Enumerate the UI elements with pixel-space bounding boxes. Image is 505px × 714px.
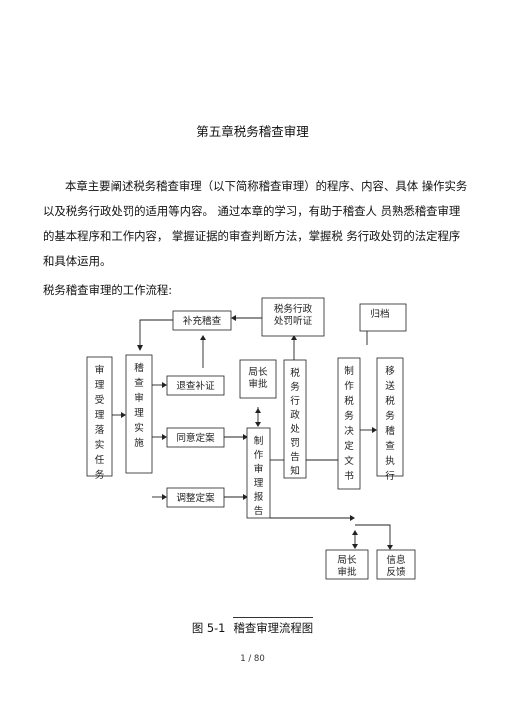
arrowhead: [372, 427, 377, 433]
box-tingzheng: 税务行政处罚听证: [261, 297, 325, 337]
box-juzhang1: 局长审批: [239, 359, 277, 399]
box-xinxi-text: 信息反馈: [386, 554, 406, 578]
arrowhead: [291, 335, 297, 340]
intro-line-2: 以及税务行政处罚的适用等内容。 通过本章的学习，有助于稽查人 员熟悉稽查审理: [43, 204, 461, 218]
box-tuicha: 退查补证: [166, 375, 225, 396]
arrowhead: [243, 494, 248, 500]
box-juzhang2-text: 局长审批: [337, 554, 357, 578]
flow-arrowheads: [121, 313, 393, 550]
arrowhead: [255, 422, 261, 427]
connector-bottom-right: [355, 524, 391, 545]
arrowhead: [352, 544, 358, 549]
box-shishi-text: 稽查审理实施: [134, 362, 144, 449]
box-tiaozheng: 调整定案: [166, 487, 225, 508]
box-juzhang1-text: 局长审批: [248, 366, 268, 390]
arrowhead: [231, 315, 236, 321]
box-guidang: 归档: [359, 303, 407, 332]
workflow-label: 税务稽查审理的工作流程:: [43, 283, 173, 297]
page-number: 1 / 80: [240, 654, 265, 664]
figure-caption: 图 5-1 稽查审理流程图: [0, 617, 505, 636]
box-jueding: 制作税务决定文书: [337, 357, 361, 490]
chapter-title: 第五章税务稽查审理: [196, 124, 309, 139]
box-tongyi: 同意定案: [166, 427, 225, 448]
box-tiaozheng-text: 调整定案: [176, 492, 215, 504]
arrowhead: [162, 494, 167, 500]
box-xinxi: 信息反馈: [376, 549, 416, 580]
arrowhead: [162, 382, 167, 388]
box-gaozhi-text: 税务行政处罚告知: [290, 367, 300, 477]
arrowhead: [162, 434, 167, 440]
box-shishi: 稽查审理实施: [125, 354, 153, 474]
box-shouli-text: 审理受理落实任务: [95, 364, 105, 481]
box-yisong-text: 移送税务稽查执行: [385, 365, 395, 482]
box-gaozhi: 税务行政处罚告知: [283, 359, 307, 479]
arrowhead: [137, 345, 143, 351]
box-yisong: 移送税务稽查执行: [376, 357, 404, 482]
arrowhead: [352, 530, 358, 535]
figure-number: 图 5-1: [191, 621, 226, 635]
box-baogao-text: 制作审理报告: [254, 435, 264, 517]
intro-line-1: 本章主要阐述税务稽查审理（以下简称稽查审理）的程序、内容、具体 操作实务: [65, 179, 468, 193]
connector-buchong-down: [139, 319, 173, 345]
box-guidang-text: 归档: [370, 308, 389, 320]
box-buchong: 补充稽查: [172, 310, 232, 331]
intro-line-3: 的基本程序和工作内容， 掌握证据的审查判断方法，掌握税 务行政处罚的法定程序: [43, 229, 461, 243]
arrowhead: [243, 434, 248, 440]
intro-line-4: 和具体运用。: [43, 254, 112, 268]
box-jueding-text: 制作税务决定文书: [344, 365, 354, 482]
arrowhead: [121, 412, 126, 418]
box-shouli: 审理受理落实任务: [86, 356, 113, 481]
arrowhead: [387, 545, 393, 550]
arrowhead: [350, 515, 355, 521]
box-tongyi-text: 同意定案: [176, 432, 215, 444]
box-buchong-text: 补充稽查: [183, 315, 222, 327]
box-baogao: 制作审理报告: [246, 427, 271, 519]
flow-connectors: [112, 317, 391, 545]
box-juzhang2: 局长审批: [325, 549, 369, 580]
box-tuicha-text: 退查补证: [176, 380, 215, 392]
arrowhead: [200, 335, 206, 340]
arrowhead: [255, 408, 261, 413]
figure-title: 稽查审理流程图: [233, 617, 314, 636]
box-tingzheng-text: 税务行政处罚听证: [274, 303, 313, 327]
